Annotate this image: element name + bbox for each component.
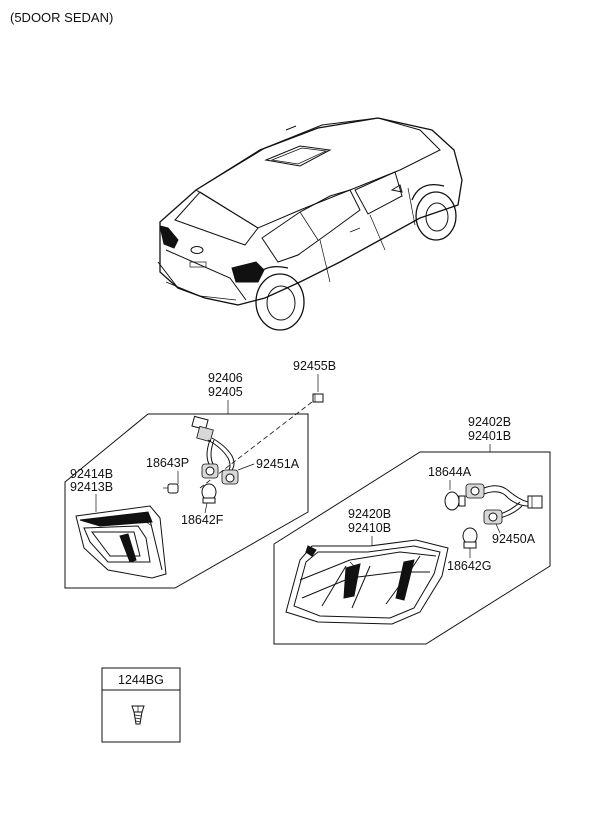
callout-18643P: 18643P [146,456,189,470]
callout-92451A: 92451A [256,457,300,471]
socket-92451A [221,469,239,485]
inner-tail-lamp [75,505,167,579]
bulb-18642G [462,527,478,549]
bulb-socket-92455B [312,393,324,403]
leader-92450A [495,523,501,534]
callout-92402B: 92402B [468,415,511,429]
callout-92410B: 92410B [348,521,391,535]
outer-tail-lamp [285,539,449,625]
callout-92450A: 92450A [492,532,536,546]
diagram-title: (5DOOR SEDAN) [10,10,113,25]
callout-18642F: 18642F [181,513,224,527]
leader-18642F [204,502,208,514]
bulb-18643P [163,483,179,494]
bulb-18644A [444,491,466,511]
callout-92420B: 92420B [348,507,391,521]
callout-92414B: 92414B [70,467,113,481]
outer-lamp-group-box [273,451,551,645]
callout-92401B: 92401B [468,429,511,443]
car-illustration [157,117,463,331]
fastener-code-1244BG: 1244BG [118,673,164,687]
callout-18642G: 18642G [447,559,491,573]
callout-18644A: 18644A [428,465,472,479]
socket-18643P [201,463,219,479]
callout-92455B: 92455B [293,359,336,373]
callout-92405: 92405 [208,385,243,399]
callout-92406: 92406 [208,371,243,385]
leader-92451A [237,463,255,471]
inner-lamp-group-box [64,413,309,589]
outer-harness-92450A [465,483,543,525]
fastener-table: 1244BG [101,667,181,743]
screw-icon [131,705,145,725]
callout-92413B: 92413B [70,480,113,494]
bulb-18642F [201,483,217,504]
